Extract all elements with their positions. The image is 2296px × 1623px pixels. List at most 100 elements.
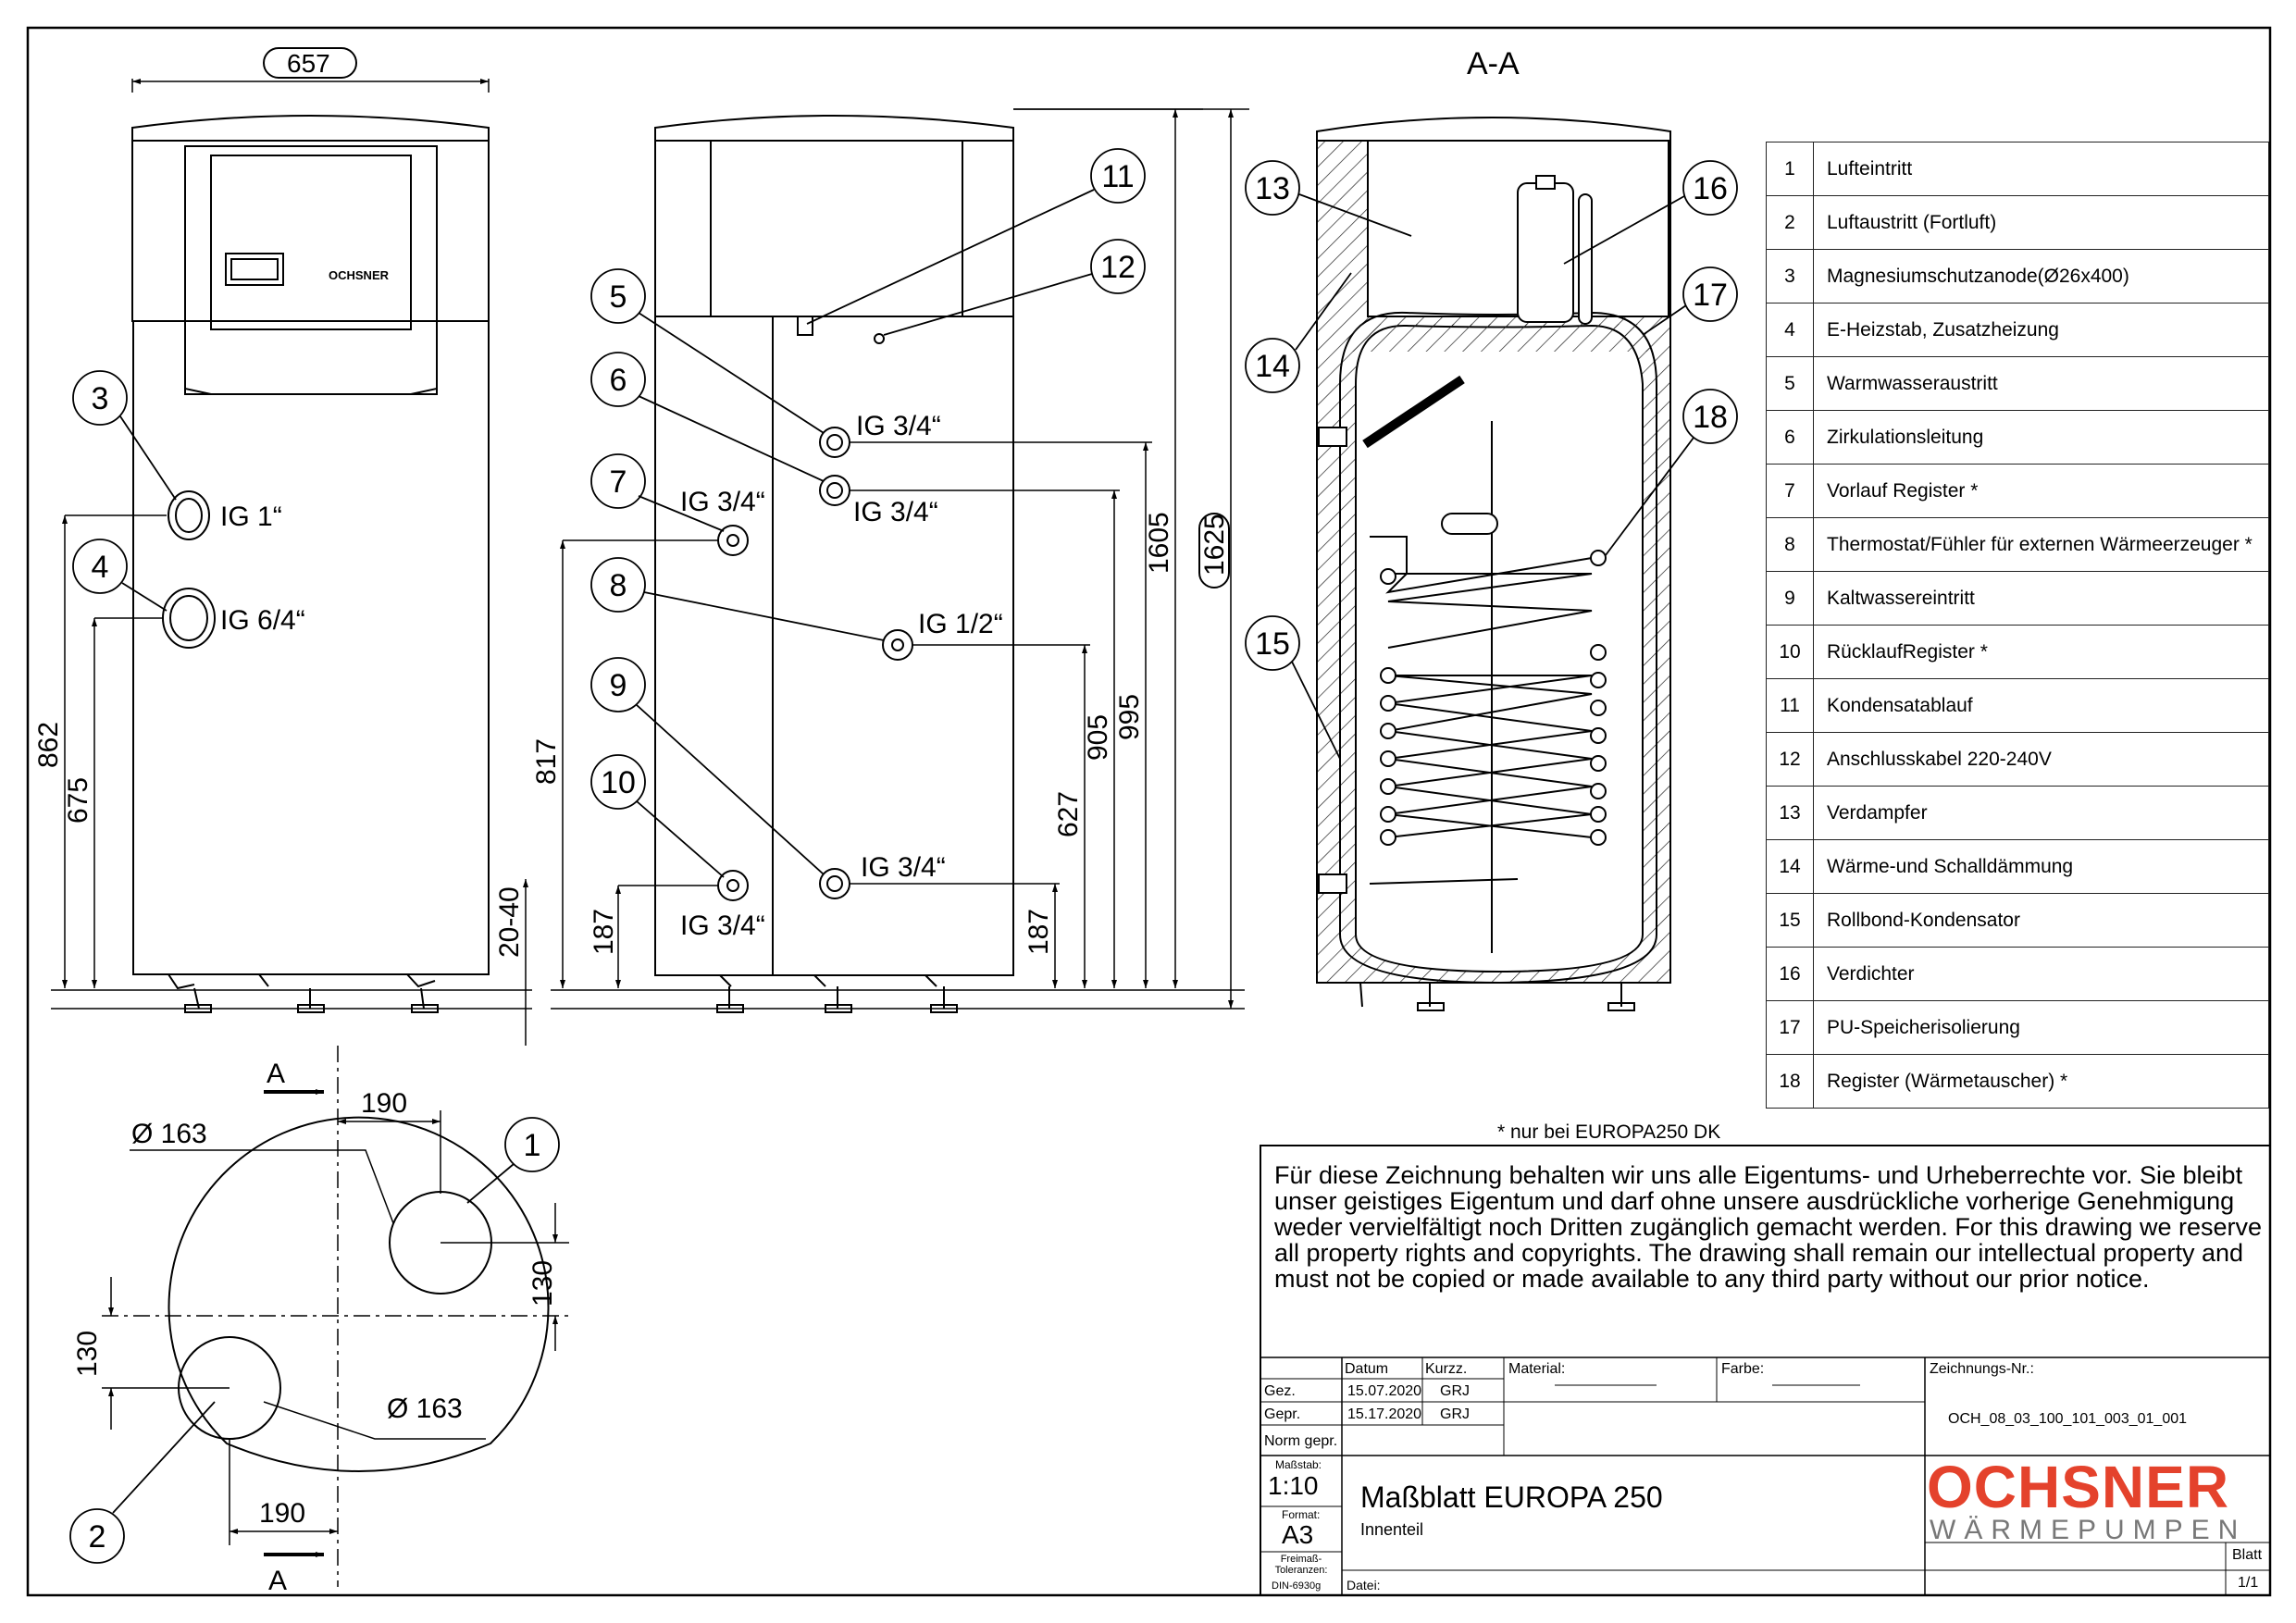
dim-20-40: 20-40 — [494, 886, 525, 958]
connection-3-port — [168, 490, 210, 540]
legend-number: 4 — [1766, 303, 1814, 357]
connection-4-label: IG 6/4“ — [220, 605, 305, 636]
datum-label: Datum — [1345, 1361, 1389, 1377]
gepr-kurzz: GRJ — [1440, 1406, 1470, 1422]
legend-text: Vorlauf Register * — [1813, 464, 2269, 518]
legend-text: Warmwasseraustritt — [1813, 356, 2269, 411]
legend-text: Luftaustritt (Fortluft) — [1813, 195, 2269, 250]
callout-7: 7 — [610, 465, 627, 500]
gez-date: 15.07.2020 — [1347, 1383, 1422, 1399]
legend-text: Wärme-und Schalldämmung — [1813, 839, 2269, 894]
callout-3: 3 — [92, 381, 109, 416]
legend-text: PU-Speicherisolierung — [1813, 1000, 2269, 1055]
callout-4: 4 — [92, 550, 109, 585]
drawing-subtitle: Innenteil — [1360, 1520, 1424, 1539]
callout-17: 17 — [1693, 278, 1728, 313]
legend-text: Rollbond-Kondensator — [1813, 893, 2269, 948]
legend-text: Verdichter — [1813, 947, 2269, 1001]
section-view — [1316, 117, 1671, 1011]
dim-817: 817 — [531, 738, 562, 785]
brand-logo: OCHSNER — [1927, 1454, 2230, 1520]
connection-3-label: IG 1“ — [220, 502, 282, 532]
callout-15: 15 — [1255, 626, 1290, 662]
legend-number: 2 — [1766, 195, 1814, 250]
dim-1605: 1605 — [1144, 512, 1174, 574]
legend-number: 16 — [1766, 947, 1814, 1001]
dim-1625: 1625 — [1199, 514, 1230, 576]
panel-logo: OCHSNER — [329, 268, 390, 282]
dim-190-top: 190 — [361, 1088, 407, 1119]
massstab-label: Maßstab: — [1275, 1458, 1322, 1471]
legend-number: 11 — [1766, 678, 1814, 733]
callout-13: 13 — [1255, 171, 1290, 206]
legend-number: 17 — [1766, 1000, 1814, 1055]
zeichnungsnr: OCH_08_03_100_101_003_01_001 — [1948, 1411, 2188, 1427]
freimass-label: Freimaß-Toleranzen: — [1274, 1554, 1328, 1576]
drawing-title: Maßblatt EUROPA 250 — [1360, 1481, 1663, 1514]
norm-label: Norm gepr. — [1264, 1433, 1338, 1449]
connection-9-label: IG 3/4“ — [861, 852, 946, 883]
legend-number: 1 — [1766, 142, 1814, 196]
diameter-bottom: Ø 163 — [387, 1394, 463, 1424]
dim-130-right: 130 — [527, 1260, 558, 1307]
legend-number: 9 — [1766, 571, 1814, 626]
dim-190-bottom: 190 — [259, 1498, 305, 1529]
legend-number: 3 — [1766, 249, 1814, 304]
format-label: Format: — [1282, 1508, 1321, 1521]
section-marker-bottom: A — [268, 1566, 287, 1596]
kurzz-label: Kurzz. — [1425, 1361, 1468, 1377]
drawing-frame — [26, 26, 2272, 1597]
massstab: 1:10 — [1268, 1471, 1319, 1500]
legend-number: 7 — [1766, 464, 1814, 518]
callout-16: 16 — [1693, 171, 1728, 206]
legend-text: Register (Wärmetauscher) * — [1813, 1054, 2269, 1109]
farbe-label: Farbe: — [1721, 1361, 1765, 1377]
callout-14: 14 — [1255, 349, 1290, 384]
legend-number: 6 — [1766, 410, 1814, 465]
connection-8-label: IG 1/2“ — [918, 609, 1003, 639]
legend-text: E-Heizstab, Zusatzheizung — [1813, 303, 2269, 357]
dim-130-left: 130 — [72, 1331, 103, 1377]
freimass: DIN-6930g — [1272, 1580, 1322, 1592]
gepr-label: Gepr. — [1264, 1406, 1301, 1422]
legend-number: 18 — [1766, 1054, 1814, 1109]
gepr-date: 15.17.2020 — [1347, 1406, 1422, 1422]
legend-number: 8 — [1766, 517, 1814, 572]
dim-995: 995 — [1114, 694, 1145, 740]
dim-627: 627 — [1053, 791, 1084, 837]
zeichnungsnr-label: Zeichnungs-Nr.: — [1930, 1361, 2034, 1377]
legend-number: 14 — [1766, 839, 1814, 894]
legend-text: Kondensatablauf — [1813, 678, 2269, 733]
brand-tagline: WÄRMEPUMPEN — [1930, 1515, 2247, 1545]
connection-7-label: IG 3/4“ — [680, 487, 765, 517]
legend-text: Verdampfer — [1813, 786, 2269, 840]
dim-862: 862 — [33, 722, 64, 768]
callout-5: 5 — [610, 279, 627, 315]
dim-187-right: 187 — [1024, 909, 1054, 955]
legend-text: Kaltwassereintritt — [1813, 571, 2269, 626]
callout-10: 10 — [601, 765, 636, 800]
datei-label: Datei: — [1347, 1578, 1381, 1592]
legend-number: 10 — [1766, 625, 1814, 679]
section-marker-top: A — [267, 1059, 285, 1089]
dim-675: 675 — [63, 777, 93, 824]
callout-8: 8 — [610, 568, 627, 603]
connection-10-label: IG 3/4“ — [680, 911, 765, 941]
callout-18: 18 — [1693, 400, 1728, 435]
diameter-top: Ø 163 — [131, 1119, 207, 1149]
legend-text: Zirkulationsleitung — [1813, 410, 2269, 465]
copyright-notice: Für diese Zeichnung behalten wir uns all… — [1274, 1161, 2263, 1293]
